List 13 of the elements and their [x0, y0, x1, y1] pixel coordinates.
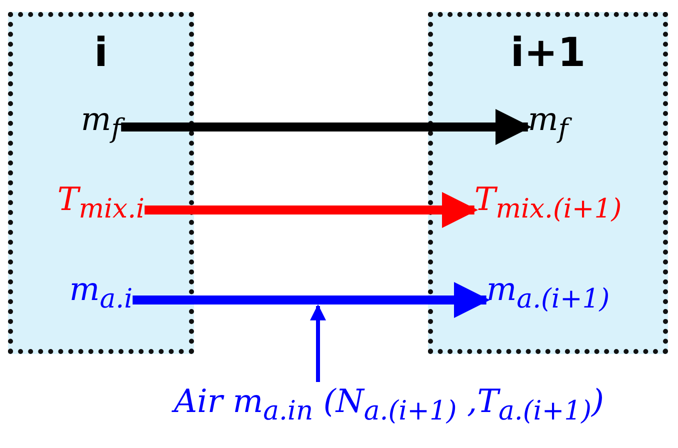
- arrow: [121, 109, 532, 145]
- cell-index-label: i: [93, 31, 109, 75]
- variable-label: T$_{mix.(i+1)}$: [474, 180, 622, 236]
- variable-label: T$_{mix.i}$: [57, 180, 145, 236]
- arrow: [132, 282, 490, 318]
- inlet-label: Air m$_{a.in}$ (N$_{a.(i+1)}$ ,T$_{a.(i+1)}$): [100, 382, 678, 438]
- cell-box: [428, 12, 668, 354]
- variable-label: m$_{a.(i+1)}$: [486, 270, 610, 326]
- arrow: [310, 304, 326, 382]
- cell-index-label: i+1: [509, 31, 587, 75]
- cell-box: [8, 12, 194, 354]
- arrow: [144, 192, 478, 228]
- variable-label: m$_{a.i}$: [69, 270, 133, 326]
